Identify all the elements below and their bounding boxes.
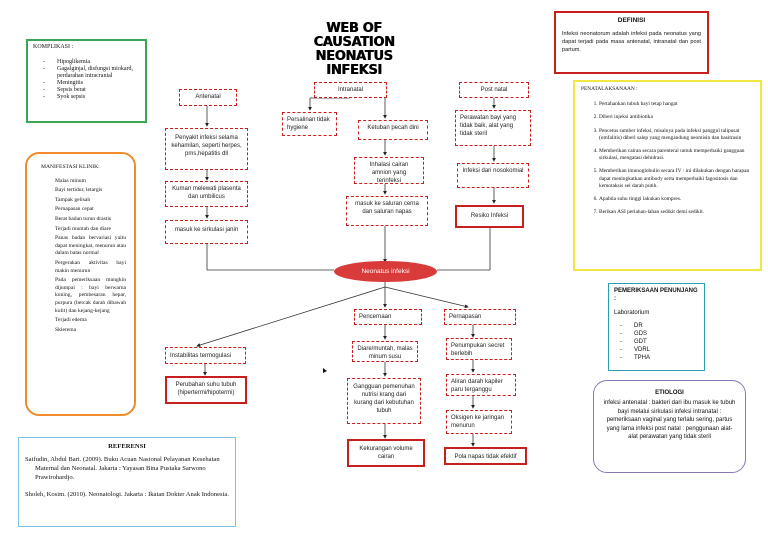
manifestasi-heading: MANIFESTASI KLINIK: <box>41 164 100 170</box>
list-item: Gagalginjal, disfungsi miokard, perdarah… <box>41 66 140 80</box>
manifestasi-box: MANIFESTASI KLINIK: Malas minum Bayi ter… <box>25 152 136 416</box>
list-item: Meningitis <box>41 80 140 87</box>
definisi-heading: DEFINISI <box>617 17 646 24</box>
list-item: Diberi injeksi antibiotika <box>599 114 754 121</box>
node-perawatan-bayi: Perawatan bayi yang tidak baik, alat yan… <box>455 110 531 146</box>
node-ketuban: Ketuban pecah dini <box>358 120 428 140</box>
komplikasi-box: KOMPLIKASI : Hipoglikemia Gagalginjal, d… <box>26 39 147 123</box>
list-item: Berat badan turun drastis <box>55 215 112 222</box>
list-item: Panas badan bervariasi yaitu dapat menin… <box>55 235 126 257</box>
definisi-text: Infeksi neonatorum adalah infeksi pada n… <box>562 31 701 53</box>
reference-2: Sholeh, Kosim. (2010). Neonatologi. Jaka… <box>25 491 229 498</box>
list-item: Terjadi edema <box>55 317 87 324</box>
node-inhalasi: Inhalasi cairan amnion yang terinfeksi <box>354 157 424 184</box>
node-sirkulasi-janin: masuk ke sirkulasi janin <box>165 220 248 244</box>
node-instabilitas: Instabilitas termogulasi <box>165 347 246 364</box>
node-neonatus-infeksi: Neonatus infeksi <box>334 261 437 282</box>
node-nosokomial: Infeksi dari nosokomial <box>457 163 529 188</box>
list-item: Terjadi muntah dan diare <box>55 225 111 232</box>
list-item: TPHA <box>618 354 699 362</box>
node-penumpukan-secret: Penumpukan secret berlebih <box>446 338 512 360</box>
node-aliran-darah: Aliran darah kapiler paru terganggu <box>446 374 516 396</box>
komplikasi-list: Hipoglikemia Gagalginjal, disfungsi miok… <box>33 59 140 101</box>
komplikasi-heading: KOMPLIKASI : <box>33 44 74 50</box>
list-item: Bayi tertidur, letargis <box>55 187 103 194</box>
node-pola-napas: Pola napas tidak efektif <box>444 447 527 465</box>
list-item: VDRL <box>618 346 699 354</box>
pemeriksaan-box: PEMERIKSAAN PENUNJANG : Laboratorium DR … <box>608 283 705 371</box>
node-kuman-melewati: Kuman melewati plasenta dan umbilicus <box>165 181 248 207</box>
referensi-box: REFERENSI Saifudin, Abdul Bari. (2009). … <box>18 437 236 527</box>
node-penyakit-infeksi: Penyakit infeksi selama kehamilan, seper… <box>165 128 248 170</box>
penatalaksanaan-box: PENATALAKSANAAN : Pertahankan tubuh bayi… <box>573 80 762 271</box>
node-intranatal: Intranatal <box>314 82 387 98</box>
node-pernapasan: Pernapasan <box>444 309 516 325</box>
list-item: Tampak gelisah <box>55 196 91 203</box>
list-item: Pergerakan aktivitas bayi makin menurun <box>55 259 126 274</box>
diagram-title: WEB OF CAUSATION NEONATUS INFEKSI <box>292 22 416 78</box>
node-perubahan-suhu: Perubahan suhu tubuh (hipertermi/hipoter… <box>165 376 247 404</box>
node-kekurangan-volume: Kekurangan volume cairan <box>347 439 425 467</box>
penatalaksanaan-list: Pertahankan tubuh bayi tetap hangat Dibe… <box>581 101 754 216</box>
list-item: Memberikan cairan secara parenteral untu… <box>599 148 754 162</box>
node-postnatal: Post natal <box>459 82 529 98</box>
reference-1: Saifudin, Abdul Bari. (2009). Buku Acuan… <box>25 456 220 481</box>
list-item: Memberikan imunoglobulin secara IV : ini… <box>599 168 754 190</box>
definisi-box: DEFINISI Infeksi neonatorum adalah infek… <box>554 11 709 74</box>
list-item: Pertahankan tubuh bayi tetap hangat <box>599 101 754 108</box>
node-resiko-infeksi: Resiko Infeksi <box>455 205 524 228</box>
list-item: Pencetus sumber infeksi, misalnya pada i… <box>599 128 754 142</box>
node-antenatal: Antenatal <box>179 89 237 106</box>
list-item: Pada pemeriksaan mungkin dijumpai : bayi… <box>55 277 126 314</box>
node-persalinan: Persalinan tidak hygiene <box>282 112 337 136</box>
list-item: GDS <box>618 330 699 338</box>
list-item: Apabila suhu tinggi lakukan kompres. <box>599 196 754 203</box>
node-diare: Diare/muntah, malas minum susu <box>352 341 418 362</box>
manifestasi-list: Malas minum Bayi tertidur, letargis Tamp… <box>37 178 126 335</box>
list-item: Sepsis berat <box>41 87 140 94</box>
node-saluran-cerna: masuk ke saluran cerna dan saluran napas <box>346 196 428 226</box>
node-gangguan-nutrisi: Gangguan pemenuhan nutrisi krang dari ku… <box>347 378 421 424</box>
pemeriksaan-heading: PEMERIKSAAN PENUNJANG : <box>614 288 698 302</box>
list-item: Hipoglikemia <box>41 59 140 66</box>
list-item: GDT <box>618 338 699 346</box>
title-line-2: NEONATUS INFEKSI <box>315 49 393 78</box>
etiologi-heading: ETIOLOGI <box>655 390 684 396</box>
list-item: DR <box>618 322 699 330</box>
pemeriksaan-sub: Laboratorium <box>614 310 650 316</box>
list-item: Syok sepsis <box>41 94 140 101</box>
list-item: Malas minum <box>55 177 86 184</box>
etiologi-text: infeksi antenatal : bakteri dari ibu mas… <box>603 400 736 441</box>
list-item: Sklerema <box>55 326 77 333</box>
referensi-heading: REFERENSI <box>108 443 146 450</box>
etiologi-box: ETIOLOGI infeksi antenatal : bakteri dar… <box>593 380 746 473</box>
pemeriksaan-list: DR GDS GDT VDRL TPHA <box>614 322 699 362</box>
penatalaksanaan-heading: PENATALAKSANAAN : <box>581 86 638 92</box>
node-oksigen: Oksigen ke jaringan menurun <box>446 410 512 434</box>
title-line-1: WEB OF CAUSATION <box>313 21 395 50</box>
node-pencernaan: Pencernaan <box>354 309 422 325</box>
list-item: Berikan ASI perlahan-lahan sedikit demi … <box>599 209 754 216</box>
list-item: Pernapasan cepat <box>55 206 94 213</box>
